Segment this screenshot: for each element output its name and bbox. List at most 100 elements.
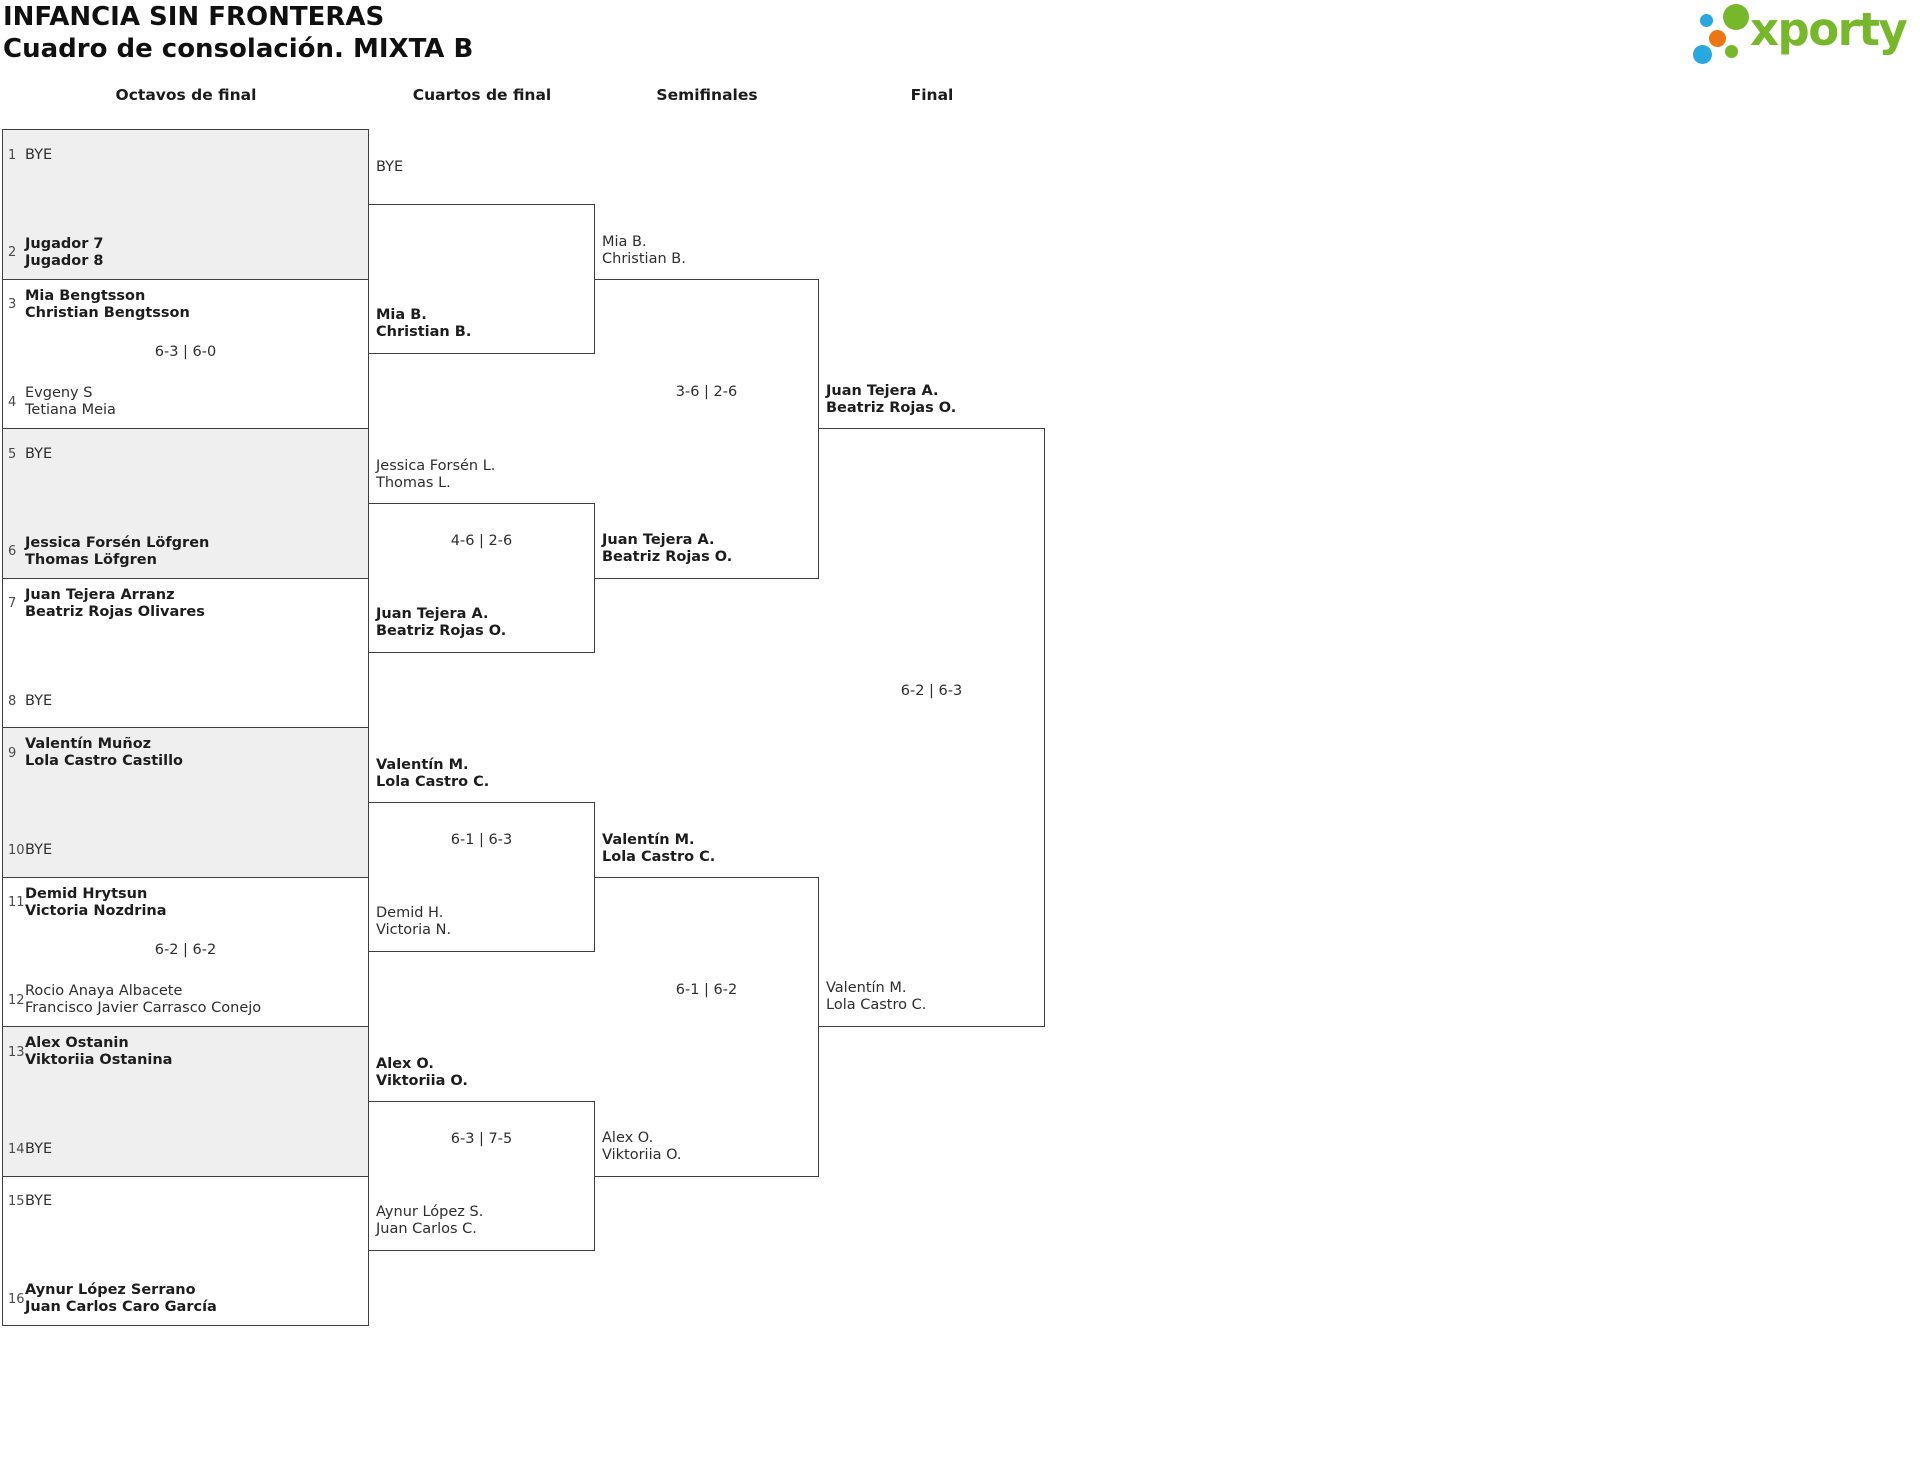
player-name: BYE xyxy=(25,692,53,709)
match-score: 6-1 | 6-2 xyxy=(675,981,738,998)
seed-number: 5 xyxy=(8,446,17,462)
seed-number: 16 xyxy=(8,1291,25,1307)
bracket-entry: Valentín M.Lola Castro C. xyxy=(376,757,590,793)
seed-number: 4 xyxy=(8,394,17,410)
player-names: BYE xyxy=(25,1193,52,1210)
match-score: 6-2 | 6-2 xyxy=(154,941,217,958)
player-name: Aynur López S. xyxy=(376,1204,484,1221)
player-names: Juan Tejera A.Beatriz Rojas O. xyxy=(602,532,814,566)
seed-number: 15 xyxy=(8,1194,25,1209)
player-name: Juan Tejera A. xyxy=(826,383,939,399)
bracket-entry: Mia B.Christian B. xyxy=(376,307,590,343)
player-name: Jugador 7 xyxy=(25,235,104,252)
match-box-final: Juan Tejera A.Beatriz Rojas O. Valentín … xyxy=(819,383,1045,1027)
bracket-entry: 5 BYE xyxy=(8,436,362,472)
player-name: Lola Castro C. xyxy=(602,848,716,865)
player-name: Alex O. xyxy=(602,1129,654,1146)
bracket-entry: 1 BYE xyxy=(8,137,362,173)
bracket-entry: Valentín M.Lola Castro C. xyxy=(826,980,1040,1016)
player-names: Valentín M.Lola Castro C. xyxy=(376,757,590,791)
player-name: BYE xyxy=(25,445,53,462)
player-name: Valentín M. xyxy=(602,831,695,848)
player-name: Beatriz Rojas O. xyxy=(376,623,507,640)
player-name: Valentín Muñoz xyxy=(25,736,152,752)
player-names: Mia B.Christian B. xyxy=(376,307,590,341)
player-name: Lola Castro C. xyxy=(376,773,490,790)
seed-number: 14 xyxy=(8,1142,25,1157)
player-name: Francisco Javier Carrasco Conejo xyxy=(25,1000,262,1016)
bracket-entry: Juan Tejera A.Beatriz Rojas O. xyxy=(376,606,590,642)
logo-dot-icon xyxy=(1709,30,1726,47)
player-name: Victoria N. xyxy=(376,922,452,939)
player-name: Valentín M. xyxy=(376,756,469,773)
player-name: Beatriz Rojas Olivares xyxy=(25,603,205,620)
player-names: Valentín M.Lola Castro C. xyxy=(602,832,814,866)
bracket-entry: Valentín M.Lola Castro C. xyxy=(602,832,814,868)
match-box-quarterfinals: Valentín M.Lola Castro C. Demid H.Victor… xyxy=(369,757,595,953)
player-name: Christian B. xyxy=(376,324,472,341)
bracket-entry: 15 BYE xyxy=(8,1184,362,1220)
logo-text: xporty xyxy=(1750,3,1908,56)
bracket-entry: Juan Tejera A.Beatriz Rojas O. xyxy=(826,383,1040,419)
bracket-entry: 10 BYE xyxy=(8,833,362,869)
seed-number: 8 xyxy=(8,693,17,709)
player-name: Demid H. xyxy=(376,905,444,922)
player-name: Viktoriia O. xyxy=(602,1146,682,1163)
match-box-quarterfinals: Alex O.Viktoriia O. Aynur López S.Juan C… xyxy=(369,1056,595,1252)
player-names: Valentín M.Lola Castro C. xyxy=(826,980,1040,1014)
player-name: Viktoriia Ostanina xyxy=(25,1052,173,1068)
player-name: Juan Tejera Arranz xyxy=(25,586,175,603)
match-score: 6-2 | 6-3 xyxy=(900,682,963,699)
tournament-title: INFANCIA SIN FRONTERAS xyxy=(3,2,385,32)
player-names: BYE xyxy=(25,693,52,710)
player-names: Mia B.Christian B. xyxy=(602,234,814,268)
player-name: Christian Bengtsson xyxy=(25,304,190,321)
player-name: Tetiana Meia xyxy=(25,402,116,418)
match-score: 6-3 | 7-5 xyxy=(450,1131,513,1147)
player-name: Beatriz Rojas O. xyxy=(826,400,957,416)
player-name: Jessica Forsén Löfgren xyxy=(25,534,210,551)
seed-number: 10 xyxy=(8,843,25,858)
player-names: Alex O.Viktoriia O. xyxy=(602,1130,814,1164)
logo-dot-icon xyxy=(1723,4,1749,30)
round-header: Octavos de final xyxy=(115,86,257,104)
match-score: 6-3 | 6-0 xyxy=(154,343,217,360)
xporty-logo[interactable]: xporty xyxy=(1690,2,1918,68)
bracket-entry: Demid H.Victoria N. xyxy=(376,905,590,941)
player-names: BYE xyxy=(25,147,52,164)
logo-dot-icon xyxy=(1700,14,1713,27)
player-name: Aynur López Serrano xyxy=(25,1282,196,1298)
player-name: Juan Tejera A. xyxy=(602,531,715,548)
seed-number: 11 xyxy=(8,895,25,910)
player-names: Demid H.Victoria N. xyxy=(376,905,590,939)
player-name: Rocio Anaya Albacete xyxy=(25,983,183,999)
player-name: Lola Castro C. xyxy=(826,997,927,1013)
round-header: Final xyxy=(910,86,954,104)
player-name: Jugador 8 xyxy=(25,252,104,269)
player-name: Juan Tejera A. xyxy=(376,606,489,623)
bracket-entry: Aynur López S.Juan Carlos C. xyxy=(376,1204,590,1240)
player-name: Juan Carlos Caro García xyxy=(25,1299,217,1315)
player-name: Juan Carlos C. xyxy=(376,1221,477,1238)
player-name: BYE xyxy=(25,1193,53,1209)
round-header: Semifinales xyxy=(656,86,758,104)
seed-number: 7 xyxy=(8,596,17,611)
logo-dot-icon xyxy=(1693,45,1712,64)
match-score: 4-6 | 2-6 xyxy=(450,533,513,549)
player-names: Jessica Forsén L.Thomas L. xyxy=(376,458,590,492)
player-name: BYE xyxy=(25,842,53,858)
player-name: Thomas Löfgren xyxy=(25,551,157,568)
seed-number: 1 xyxy=(8,147,17,163)
